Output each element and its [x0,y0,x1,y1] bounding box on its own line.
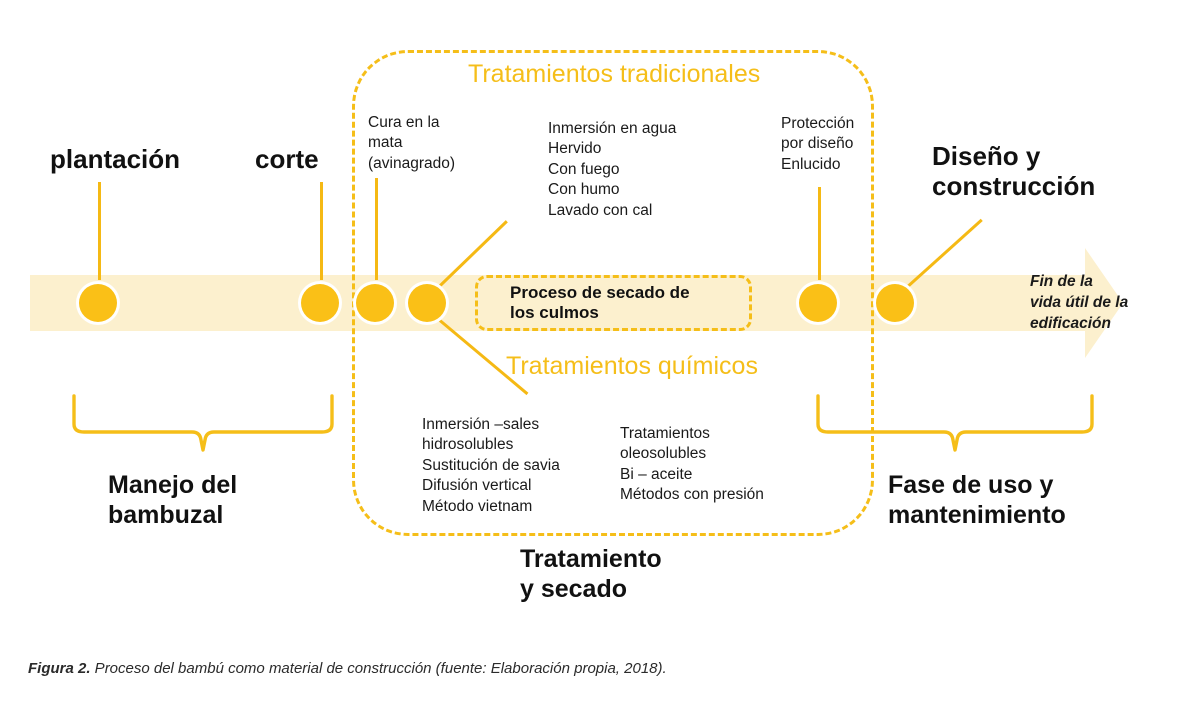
note-proteccion-line-3: Enlucido [781,155,841,173]
drying-process-line-2: los culmos [510,303,599,322]
list-item: Método vietnam [422,497,533,515]
group-title-fase-line2: mantenimiento [888,501,1066,529]
list-item: Tratamientos [620,425,710,442]
milestone-node-cura[interactable] [356,284,394,322]
list-item: Inmersión en agua [548,120,677,137]
note-end-of-life-line-2: vida útil de la [1030,293,1129,311]
note-proteccion-line-2: por diseño [781,135,854,153]
figure-caption: Figura 2. Proceso del bambú como materia… [28,660,667,677]
note-proteccion-por-diseno: Protección por diseño Enlucido [781,114,854,175]
list-item: Bi – aceite [620,465,693,483]
group-title-fase-line1: Fase de uso y [888,471,1054,499]
note-end-of-life-line-1: Fin de la [1030,273,1093,290]
milestone-node-plantacion[interactable] [79,284,117,322]
figure-caption-text: Proceso del bambú como material de const… [90,660,667,677]
note-traditional-treatments-list: Inmersión en agua Hervido Con fuego Con … [548,119,676,221]
note-cura-line-1: Cura en la [368,114,440,131]
group-title-manejo-line1: Manejo del [108,471,238,499]
note-cura-line-2: mata [368,134,403,152]
note-end-of-life-line-3: edificación [1030,314,1111,332]
connector-cura-en-la-mata [375,178,378,280]
note-chemical-treatments-right: Tratamientos oleosolubles Bi – aceite Mé… [620,424,764,506]
drying-process-label: Proceso de secado de los culmos [478,283,690,324]
note-proteccion-line-1: Protección [781,115,855,132]
milestone-node-tratamiento[interactable] [408,284,446,322]
section-label-traditional: Tratamientos tradicionales [468,60,761,88]
stage-title-diseno-line2: construcción [932,170,1096,201]
stage-title-diseno-line1: Diseño y [932,141,1041,171]
group-title-manejo-del-bambuzal: Manejo del bambuzal [108,470,237,530]
connector-proteccion [818,187,821,280]
milestone-node-corte[interactable] [301,284,339,322]
section-label-chemical: Tratamientos químicos [506,352,758,380]
list-item: Con fuego [548,160,620,178]
list-item: Difusión vertical [422,477,532,495]
list-item: Con humo [548,181,620,199]
list-item: Sustitución de savia [422,456,560,474]
note-chemical-treatments-left: Inmersión –sales hidrosolubles Sustituci… [422,415,560,517]
milestone-node-proteccion[interactable] [799,284,837,322]
list-item: Métodos con presión [620,486,764,504]
connector-corte [320,182,323,280]
bracket-manejo-del-bambuzal [70,392,336,452]
stage-title-corte: corte [255,144,319,174]
list-item: Inmersión –sales [422,416,540,433]
note-cura-line-3: (avinagrado) [368,154,456,172]
group-title-tratamiento-line1: Tratamiento [520,545,662,573]
group-title-manejo-line2: bambuzal [108,501,224,529]
figure-caption-label: Figura 2. [28,660,91,677]
treatments-dashed-container [352,50,874,536]
group-title-tratamiento-line2: y secado [520,575,628,603]
bracket-fase-de-uso [814,392,1096,452]
list-item: Hervido [548,140,602,158]
list-item: hidrosolubles [422,436,514,454]
drying-process-line-1: Proceso de secado de [510,282,690,302]
milestone-node-diseno[interactable] [876,284,914,322]
timeline-arrow-icon [1085,248,1123,358]
group-title-fase-de-uso: Fase de uso y mantenimiento [888,470,1066,530]
stage-title-plantacion: plantación [50,144,181,174]
drying-process-box: Proceso de secado de los culmos [475,275,752,331]
list-item: oleosolubles [620,445,707,463]
list-item: Lavado con cal [548,201,653,219]
connector-plantacion [98,182,101,280]
note-cura-en-la-mata: Cura en la mata (avinagrado) [368,113,455,174]
note-end-of-life: Fin de la vida útil de la edificación [1030,272,1128,335]
group-title-tratamiento-y-secado: Tratamiento y secado [520,544,662,604]
stage-title-diseno-construccion: Diseño y construcción [932,141,1096,202]
